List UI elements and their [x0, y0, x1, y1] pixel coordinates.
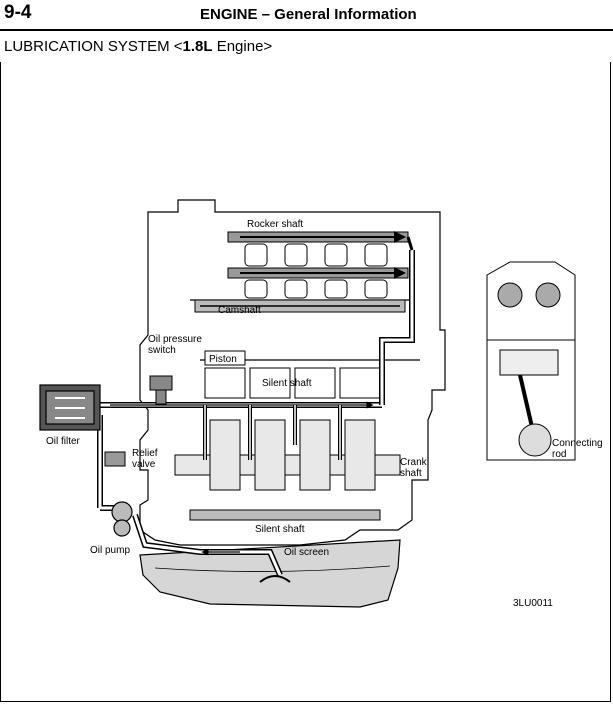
label-connecting-rod-2: rod	[552, 449, 566, 460]
label-camshaft: Camshaft	[218, 305, 261, 316]
label-crank-shaft-2: shaft	[400, 468, 422, 479]
section-title-suffix: Engine>	[212, 38, 273, 55]
piston-label-box	[204, 350, 246, 366]
label-oil-pressure-switch-1: Oil pressure	[148, 334, 202, 345]
figure-code: 3LU0011	[513, 598, 553, 609]
page-heading: ENGINE – General Information	[200, 6, 417, 23]
lower-silent-shaft	[189, 509, 381, 521]
label-silent-shaft-upper: Silent shaft	[262, 378, 312, 389]
label-piston: Piston	[209, 354, 237, 365]
figure-frame	[0, 62, 611, 702]
label-oil-pressure-switch-2: switch	[148, 345, 176, 356]
oil-filter	[39, 384, 101, 431]
label-silent-shaft-lower: Silent shaft	[255, 524, 305, 535]
crankshaft	[174, 419, 401, 491]
label-crank-shaft-1: Crank	[400, 457, 428, 468]
section-title: LUBRICATION SYSTEM <1.8L Engine>	[4, 38, 272, 55]
label-relief-valve-1: Relief	[132, 448, 158, 459]
section-title-prefix: LUBRICATION SYSTEM <	[4, 38, 183, 55]
engine-block-outline	[139, 199, 446, 546]
page-number: 9-4	[4, 2, 32, 23]
relief-valve	[104, 451, 126, 467]
label-rocker-shaft: Rocker shaft	[247, 219, 303, 230]
side-view-inset	[486, 261, 576, 461]
label-oil-filter: Oil filter	[46, 436, 81, 447]
header-rule	[0, 29, 613, 31]
label-oil-screen: Oil screen	[284, 547, 329, 558]
main-oil-gallery	[100, 236, 415, 460]
label-relief-valve-2: valve	[132, 459, 156, 470]
label-connecting-rod-1: Connecting	[552, 438, 603, 449]
piston-group	[204, 367, 381, 399]
rocker-shaft-assembly	[194, 231, 409, 313]
oil-pan	[139, 539, 401, 608]
label-oil-pump: Oil pump	[90, 545, 130, 556]
oil-pressure-switch	[149, 375, 173, 405]
section-title-engine: 1.8L	[182, 38, 213, 55]
oil-pump	[111, 501, 133, 537]
